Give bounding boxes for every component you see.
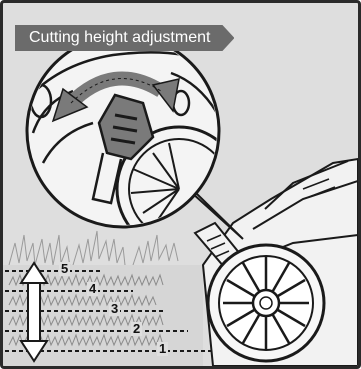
- rear-wheel: [208, 245, 324, 361]
- section-title: Cutting height adjustment: [15, 25, 234, 51]
- height-level-5: 5: [59, 262, 70, 276]
- lawnmower-illustration: [3, 3, 358, 366]
- zoom-callout: [27, 35, 241, 251]
- height-level-3: 3: [109, 302, 120, 316]
- height-level-1: 1: [157, 342, 168, 356]
- grass-field: [9, 231, 178, 267]
- height-level-4: 4: [87, 282, 98, 296]
- height-level-2: 2: [131, 322, 142, 336]
